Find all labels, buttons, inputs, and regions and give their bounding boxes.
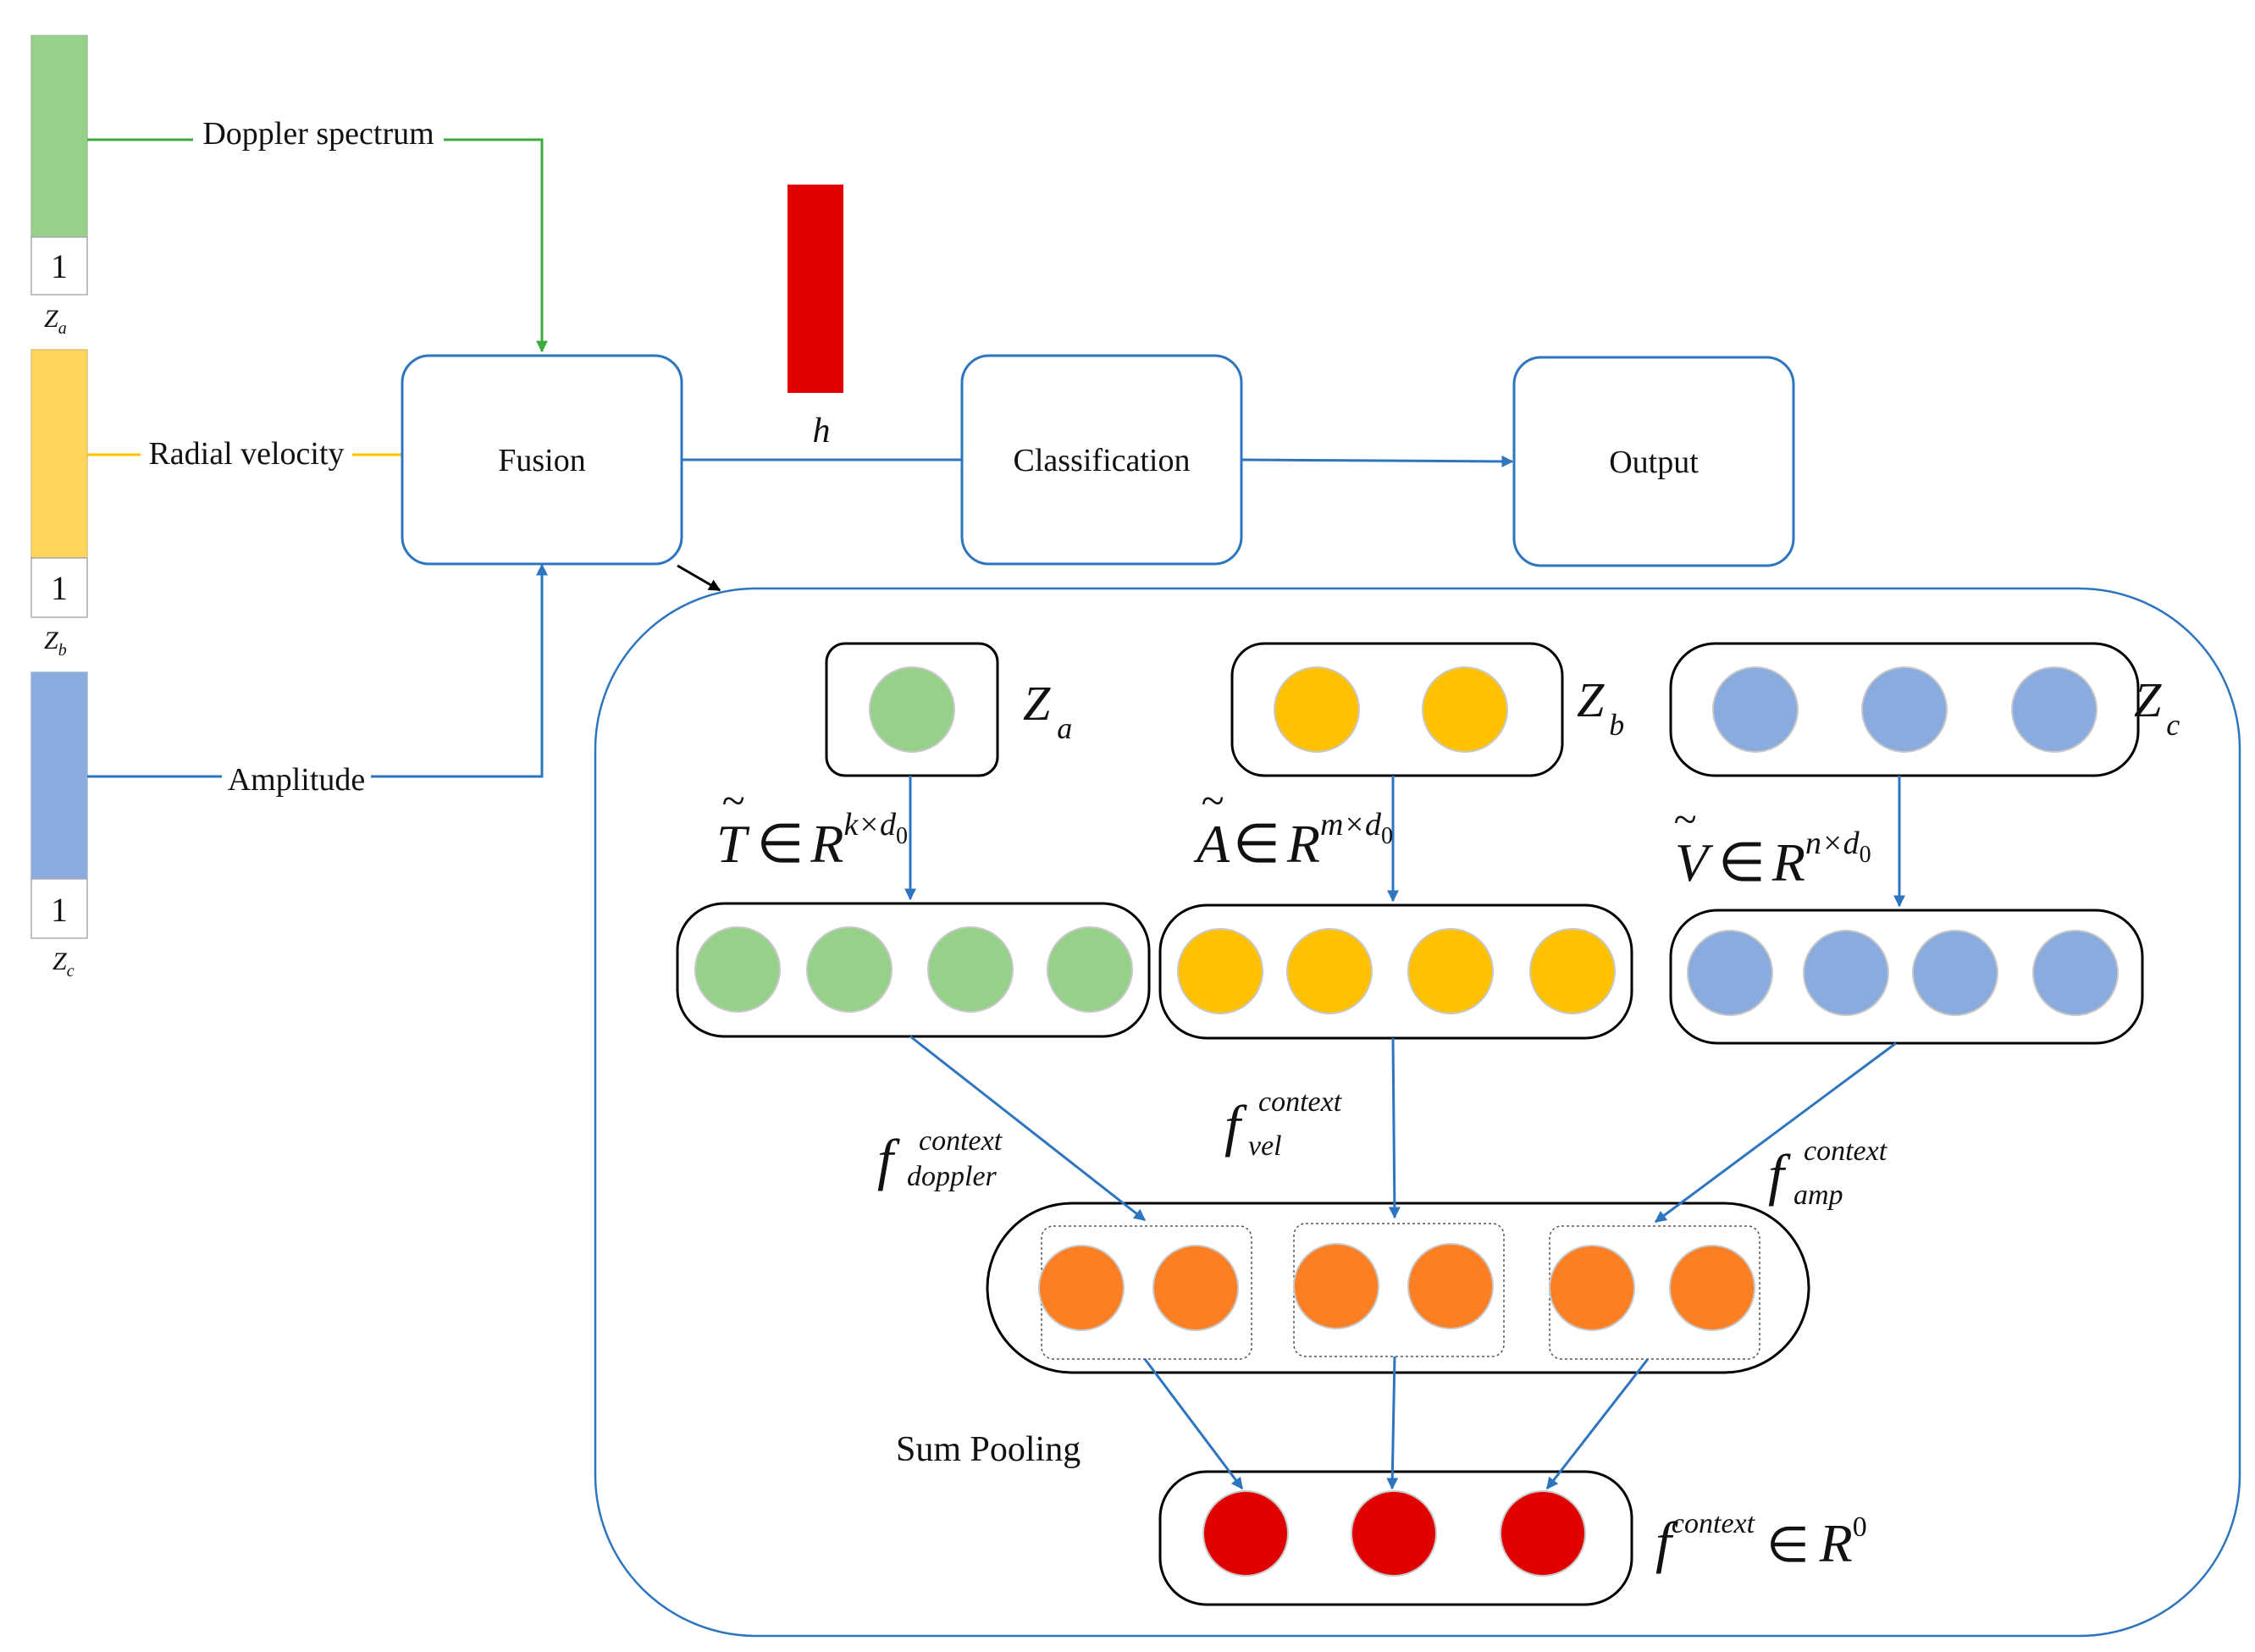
edge-t-to-context xyxy=(909,1035,1147,1222)
label-f-doppler-f: f xyxy=(877,1127,900,1191)
node-a-4 xyxy=(1529,928,1616,1014)
output-box xyxy=(1512,356,1795,567)
label-f-vel-sup: context xyxy=(1258,1086,1343,1118)
input-vector-a: 1 xyxy=(30,35,88,296)
node-t-1 xyxy=(694,926,781,1013)
node-a-2 xyxy=(1286,928,1373,1014)
node-final-1 xyxy=(1202,1490,1289,1577)
context-group-doppler xyxy=(1041,1225,1252,1360)
node-ctx-doppler-1 xyxy=(1038,1245,1125,1331)
input-b-symbol: Zb xyxy=(44,627,67,660)
edge-doppler-to-fusion xyxy=(87,138,548,353)
node-t-3 xyxy=(927,926,1014,1013)
edge-label-amplitude: Amplitude xyxy=(228,762,366,798)
node-zb-2 xyxy=(1422,666,1508,753)
node-t-2 xyxy=(806,926,893,1013)
node-v-3 xyxy=(1912,930,1998,1016)
hidden-vector-h xyxy=(788,185,843,393)
context-group-amp xyxy=(1549,1225,1760,1360)
node-ctx-vel-2 xyxy=(1407,1243,1494,1329)
node-ctx-vel-1 xyxy=(1293,1243,1379,1329)
node-ctx-amp-2 xyxy=(1669,1245,1755,1331)
node-final-2 xyxy=(1351,1490,1437,1577)
node-zb-1 xyxy=(1274,666,1360,753)
classification-label: Classification xyxy=(1014,443,1191,478)
label-f-vel-sub: vel xyxy=(1248,1130,1282,1162)
label-f-doppler-sub: doppler xyxy=(907,1161,998,1192)
label-v-tilde: ~ xyxy=(1673,795,1696,843)
node-a-1 xyxy=(1177,928,1263,1014)
label-f-amp-sup: context xyxy=(1804,1135,1888,1167)
node-v-1 xyxy=(1687,930,1773,1016)
edge-classification-to-output xyxy=(1241,455,1514,467)
edge-ctx-vel-to-final xyxy=(1386,1356,1399,1490)
label-f-amp-sub: amp xyxy=(1793,1180,1843,1211)
container-v xyxy=(1669,909,2144,1045)
node-v-4 xyxy=(2032,930,2119,1016)
input-b-count: 1 xyxy=(51,569,68,607)
node-ctx-doppler-2 xyxy=(1152,1245,1239,1331)
node-zc-2 xyxy=(1861,666,1948,753)
edge-fusion-to-detail xyxy=(677,564,721,592)
label-f-doppler-sup: context xyxy=(919,1125,1003,1157)
context-group-vel xyxy=(1293,1223,1505,1357)
input-vector-b: 1 xyxy=(30,349,88,618)
label-final-space: fcontext∈R0 xyxy=(1655,1508,1867,1574)
input-a-count: 1 xyxy=(51,247,68,285)
label-t-tilde: ~ xyxy=(721,776,744,824)
input-c-count: 1 xyxy=(51,891,68,929)
label-f-vel-f: f xyxy=(1224,1093,1247,1158)
output-label: Output xyxy=(1609,445,1699,480)
hidden-vector-label: h xyxy=(813,412,831,450)
label-a-tilde: ~ xyxy=(1201,776,1224,824)
node-a-3 xyxy=(1407,928,1494,1014)
edge-ctx-amp-to-final xyxy=(1545,1358,1650,1490)
sum-pooling-label: Sum Pooling xyxy=(896,1430,1081,1469)
label-t-space: T∈Rk×d0 xyxy=(716,807,908,874)
node-t-4 xyxy=(1047,926,1133,1013)
node-za-1 xyxy=(869,666,955,753)
edge-ctx-doppler-to-final xyxy=(1143,1358,1244,1490)
input-c-symbol: Zc xyxy=(53,948,75,981)
node-ctx-amp-1 xyxy=(1549,1245,1635,1331)
input-vector-c: 1 xyxy=(30,671,88,939)
edge-a-to-context xyxy=(1388,1037,1401,1219)
edge-label-doppler-spectrum: Doppler spectrum xyxy=(202,116,434,152)
label-v-space: V∈Rn×d0 xyxy=(1675,826,1871,892)
input-a-symbol: Za xyxy=(44,305,67,338)
node-zc-1 xyxy=(1712,666,1799,753)
label-f-amp-f: f xyxy=(1768,1142,1791,1207)
container-t xyxy=(676,902,1151,1038)
fusion-label: Fusion xyxy=(498,443,585,478)
edge-amplitude-to-fusion xyxy=(87,563,548,778)
node-zc-3 xyxy=(2011,666,2097,753)
label-a-space: A∈Rm×d0 xyxy=(1193,807,1393,874)
edge-label-radial-velocity: Radial velocity xyxy=(148,436,344,472)
fusion-detail-panel xyxy=(594,587,2241,1638)
node-final-3 xyxy=(1500,1490,1586,1577)
edge-v-to-context xyxy=(1654,1041,1897,1224)
node-v-2 xyxy=(1803,930,1889,1016)
container-a xyxy=(1158,903,1633,1040)
